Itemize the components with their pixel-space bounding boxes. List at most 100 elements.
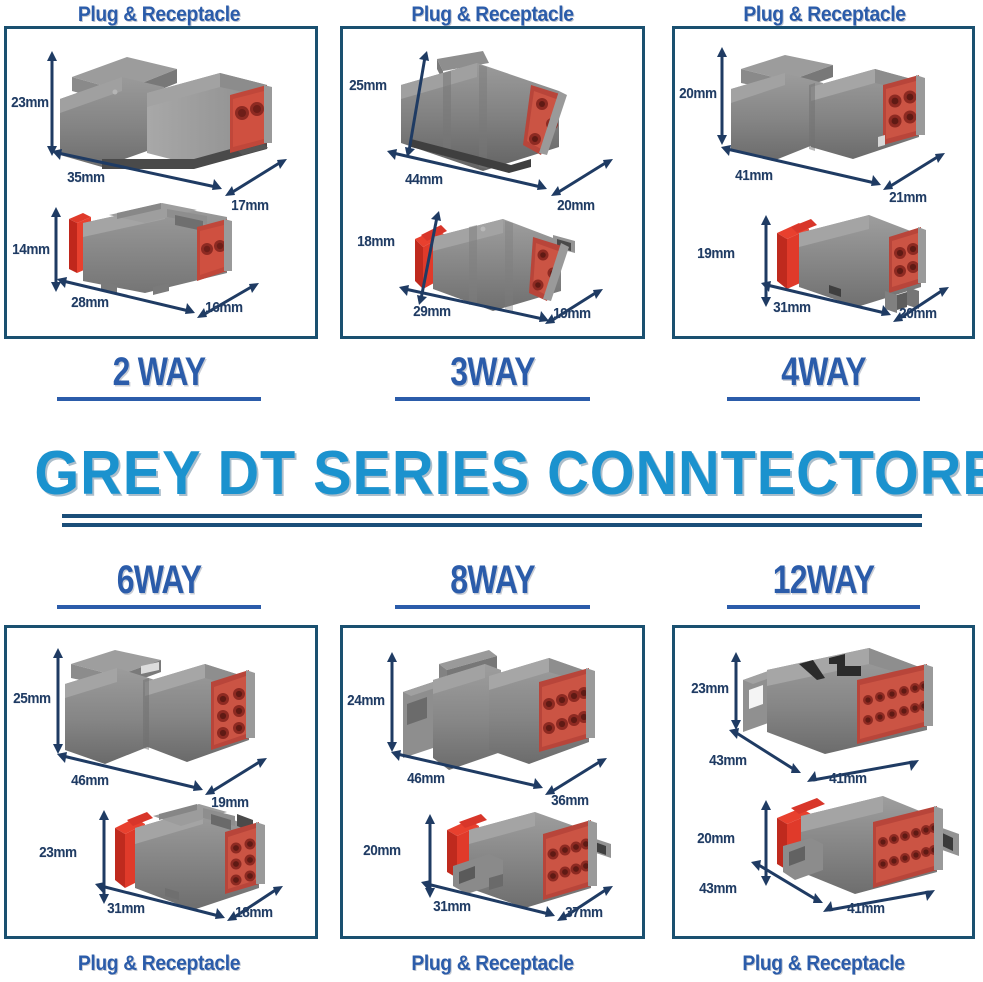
- connector-6way-receptacle: [107, 800, 302, 925]
- dim-12way-recep-height: 20mm: [697, 830, 735, 847]
- dim-arrow-8way-plug-depth: [545, 758, 607, 795]
- way-label-block-8way: 8WAY: [340, 560, 645, 609]
- connector-4way-receptacle: [769, 207, 959, 325]
- dim-arrow-12way-recep-length: [823, 890, 935, 912]
- connector-3way-plug: [391, 51, 611, 186]
- dim-4way-plug-height: 20mm: [679, 85, 717, 102]
- way-label-8way: 8WAY: [450, 558, 535, 602]
- dim-3way-plug-height: 25mm: [349, 77, 387, 94]
- dim-3way-recep-height: 18mm: [357, 233, 395, 250]
- dim-arrow-4way-plug-height: [717, 47, 727, 145]
- dim-arrow-4way-plug-depth: [883, 153, 945, 190]
- dim-12way-recep-length: 41mm: [847, 900, 885, 917]
- dim-3way-plug-depth: 20mm: [557, 197, 595, 214]
- way-label-block-6way: 6WAY: [0, 560, 318, 609]
- dim-8way-recep-height: 20mm: [363, 842, 401, 859]
- dim-2way-recep-height: 14mm: [12, 241, 50, 258]
- dim-arrow-6way-plug-length: [57, 752, 203, 791]
- way-underline-6way: [57, 605, 261, 609]
- dim-12way-recep-depth: 43mm: [699, 880, 737, 897]
- connector-4way-plug: [723, 45, 953, 180]
- plug-receptacle-footer-12way: Plug & Receptacle: [742, 952, 905, 975]
- dim-arrow-8way-plug-length: [391, 750, 543, 789]
- way-label-3way: 3WAY: [450, 350, 535, 394]
- way-label-block-4way: 4WAY: [672, 352, 975, 401]
- dim-6way-plug-height: 25mm: [13, 690, 51, 707]
- dim-3way-recep-depth: 19mm: [553, 305, 591, 322]
- dim-arrow-2way-plug-length: [52, 149, 222, 190]
- dim-3way-plug-length: 44mm: [405, 171, 443, 188]
- way-underline-2way: [57, 397, 261, 401]
- dim-arrow-3way-plug-length: [387, 149, 547, 190]
- dim-4way-recep-depth: 20mm: [899, 305, 937, 322]
- connector-8way-receptacle: [431, 808, 631, 928]
- dim-arrow-6way-plug-depth: [205, 758, 267, 795]
- banner-rule-top: [61, 514, 922, 518]
- connector-3way-receptacle: [405, 207, 615, 322]
- panel-2way: 23mm 35mm 17mm: [4, 26, 318, 339]
- dim-2way-plug-depth: 17mm: [231, 197, 269, 214]
- dim-arrow-8way-recep-length: [421, 880, 555, 917]
- dim-4way-recep-length: 31mm: [773, 299, 811, 316]
- way-underline-8way: [394, 605, 591, 609]
- panel-4way: 20mm 41mm 21mm: [672, 26, 975, 339]
- banner-rule-bottom: [61, 523, 922, 527]
- dim-8way-recep-length: 31mm: [433, 898, 471, 915]
- dim-6way-recep-length: 31mm: [107, 900, 145, 917]
- dim-6way-plug-depth: 19mm: [211, 794, 249, 811]
- dim-2way-plug-length: 35mm: [67, 169, 105, 186]
- dim-4way-plug-depth: 21mm: [889, 189, 927, 206]
- dim-arrow-2way-recep-length: [57, 277, 195, 314]
- panel-12way: 23mm 43mm 41mm: [672, 625, 975, 939]
- dim-arrow-3way-recep-depth: [545, 289, 603, 324]
- dim-8way-plug-depth: 36mm: [551, 792, 589, 809]
- connector-12way-receptacle: [767, 794, 967, 919]
- dim-arrow-6way-recep-length: [95, 882, 225, 919]
- way-label-12way: 12WAY: [772, 558, 875, 602]
- dim-12way-plug-depth: 43mm: [709, 752, 747, 769]
- dim-8way-plug-height: 24mm: [347, 692, 385, 709]
- dim-arrow-6way-recep-depth: [227, 886, 283, 921]
- dim-arrow-3way-recep-height: [417, 211, 441, 305]
- dim-12way-plug-length: 41mm: [829, 770, 867, 787]
- way-label-block-12way: 12WAY: [672, 560, 975, 609]
- way-label-2way: 2 WAY: [112, 350, 206, 394]
- dim-4way-recep-height: 19mm: [697, 245, 735, 262]
- plug-receptacle-header-3way: Plug & Receptacle: [411, 3, 574, 26]
- plug-receptacle-header-2way: Plug & Receptacle: [77, 3, 241, 26]
- dim-arrow-2way-plug-depth: [225, 159, 287, 196]
- dim-6way-recep-depth: 18mm: [235, 904, 273, 921]
- banner: GREY DT SERIES CONNTECTORE: [0, 443, 983, 527]
- panel-8way: 24mm 46mm 36mm: [340, 625, 645, 939]
- dim-arrow-2way-recep-height: [51, 207, 61, 292]
- dim-arrow-12way-recep-depth: [751, 860, 823, 903]
- way-label-6way: 6WAY: [116, 558, 202, 602]
- dim-arrow-3way-plug-depth: [551, 159, 613, 196]
- dim-arrow-12way-plug-depth: [729, 728, 801, 773]
- dim-arrow-4way-recep-depth: [893, 287, 949, 322]
- way-underline-12way: [726, 605, 921, 609]
- plug-receptacle-footer-6way: Plug & Receptacle: [77, 952, 241, 975]
- dim-arrow-12way-plug-length: [807, 760, 919, 782]
- dim-arrow-4way-plug-length: [721, 145, 881, 186]
- dim-4way-plug-length: 41mm: [735, 167, 773, 184]
- panel-3way: 25mm 44mm 20mm: [340, 26, 645, 339]
- banner-title: GREY DT SERIES CONNTECTORE: [34, 439, 983, 508]
- dim-2way-recep-length: 28mm: [71, 294, 109, 311]
- dim-arrow-12way-plug-height: [731, 652, 741, 730]
- connector-12way-plug: [737, 648, 957, 778]
- connector-2way-receptacle: [57, 197, 277, 312]
- panel-6way: 25mm 46mm 19mm: [4, 625, 318, 939]
- plug-receptacle-footer-8way: Plug & Receptacle: [411, 952, 574, 975]
- dim-arrow-3way-plug-height: [405, 51, 429, 157]
- connector-2way-plug: [52, 47, 302, 187]
- way-label-block-3way: 3WAY: [340, 352, 645, 401]
- dim-arrow-3way-recep-length: [399, 285, 549, 322]
- way-label-block-2way: 2 WAY: [0, 352, 318, 401]
- connector-8way-plug: [393, 646, 613, 791]
- way-underline-4way: [726, 397, 921, 401]
- connector-6way-plug: [59, 642, 279, 787]
- dim-6way-recep-height: 23mm: [39, 844, 77, 861]
- plug-receptacle-header-4way: Plug & Receptacle: [743, 3, 906, 26]
